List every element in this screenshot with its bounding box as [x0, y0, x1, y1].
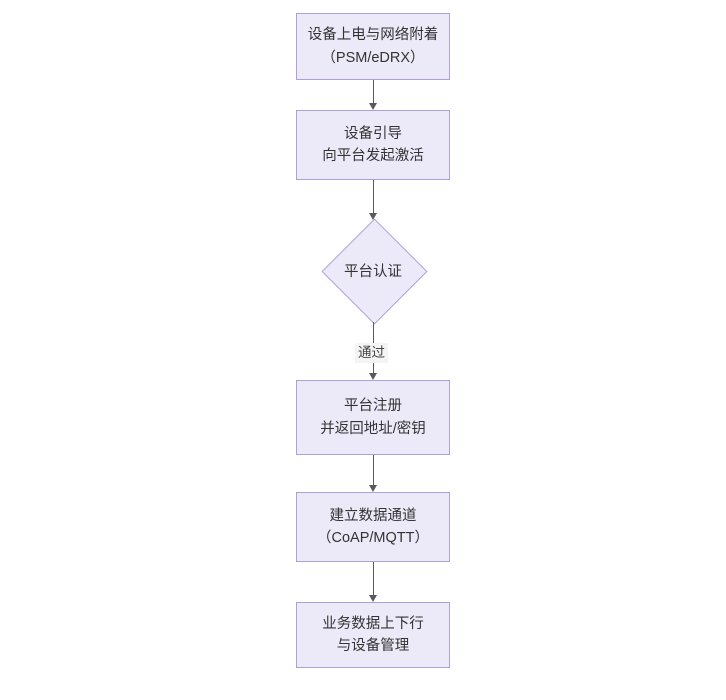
arrowhead-data-exchange [368, 595, 377, 602]
edge-bootstrap-to-auth [372, 180, 374, 213]
node-data-channel-line1: 建立数据通道 [329, 507, 417, 524]
arrowhead-bootstrap [368, 103, 377, 110]
arrowhead-data-channel [368, 485, 377, 492]
node-power-on-line1: 设备上电与网络附着 [307, 27, 439, 44]
node-platform-register-line1: 平台注册 [344, 398, 402, 415]
edge-label-pass: 通过 [355, 343, 388, 363]
node-bootstrap[interactable]: 设备引导 向平台发起激活 [296, 110, 450, 180]
node-platform-register[interactable]: 平台注册 并返回地址/密钥 [296, 380, 450, 455]
node-data-channel[interactable]: 建立数据通道 （CoAP/MQTT） [296, 492, 450, 562]
node-platform-register-line2: 并返回地址/密钥 [320, 420, 426, 437]
node-platform-auth-label: 平台认证 [344, 263, 402, 280]
node-data-exchange-line1: 业务数据上下行 [322, 615, 424, 632]
node-data-exchange-line2: 与设备管理 [336, 638, 410, 654]
edge-register-to-channel [372, 455, 374, 485]
node-power-on[interactable]: 设备上电与网络附着 （PSM/eDRX） [296, 13, 450, 80]
node-data-exchange[interactable]: 业务数据上下行 与设备管理 [296, 602, 450, 668]
arrowhead-platform-auth [368, 213, 377, 220]
node-data-channel-line2: （CoAP/MQTT） [317, 530, 429, 546]
node-platform-auth[interactable]: 平台认证 [320, 217, 428, 325]
edge-channel-to-exchange [372, 562, 374, 595]
edge-power-on-to-bootstrap [372, 80, 374, 103]
node-bootstrap-line2: 向平台发起激活 [322, 148, 424, 164]
node-bootstrap-line1: 设备引导 [344, 125, 402, 142]
arrowhead-platform-register [368, 373, 377, 380]
node-power-on-line2: （PSM/eDRX） [321, 49, 425, 66]
